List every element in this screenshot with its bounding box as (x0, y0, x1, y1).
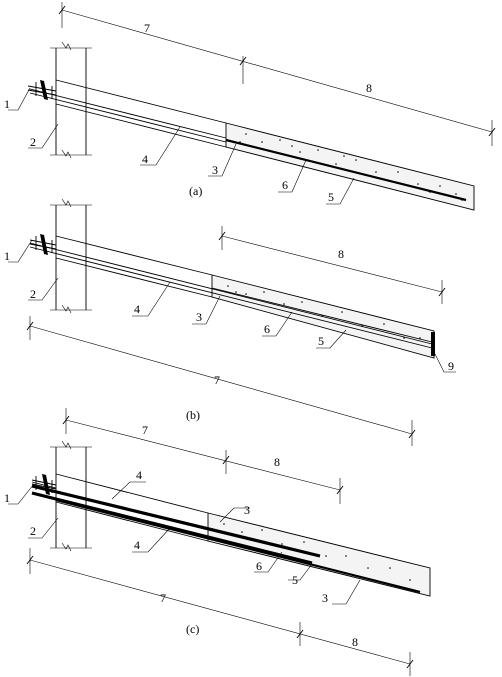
borehole-free-a (55, 79, 227, 148)
dim-label-free: 7 (144, 21, 150, 35)
label-5: 5 (318, 334, 324, 348)
borehole-free-b (55, 235, 213, 298)
label-3-bottom: 3 (322, 591, 328, 605)
dimension-b: 8 7 (26, 226, 446, 446)
anchor-head-b (29, 234, 57, 255)
dimension-c-top: 7 8 (62, 408, 344, 504)
label-9: 9 (448, 359, 454, 373)
dimension-a: 7 8 (58, 2, 496, 146)
wall-b (50, 198, 92, 314)
label-3-top: 3 (244, 503, 250, 517)
dim-label-bond: 8 (338, 247, 344, 261)
leaders-c: 1 2 4 4 3 6 5 3 (4, 468, 361, 605)
dim-label-bond-top: 8 (274, 455, 280, 469)
label-5: 5 (328, 190, 334, 204)
panel-a: 7 8 1 2 4 3 6 5 (a) (4, 2, 496, 211)
dim-label-free: 7 (214, 373, 220, 387)
label-2: 2 (30, 524, 36, 538)
panel-c: 7 8 7 8 1 2 4 4 3 6 5 3 (4, 408, 431, 676)
dim-label-free-bottom: 7 (160, 591, 166, 605)
end-plate-9 (431, 332, 435, 356)
dim-label-free-top: 7 (142, 423, 148, 437)
dim-label-bond-bottom: 8 (352, 635, 358, 649)
label-6: 6 (282, 178, 288, 192)
borehole-free-c (55, 473, 209, 542)
label-3: 3 (196, 310, 202, 324)
dim-label-bond: 8 (366, 81, 372, 95)
label-6: 6 (264, 322, 270, 336)
grout-bond-a (225, 122, 475, 211)
label-6: 6 (256, 559, 262, 573)
label-2: 2 (30, 135, 36, 149)
label-1: 1 (4, 491, 10, 505)
caption-b: (b) (186, 408, 200, 422)
grout-speckle-c (223, 523, 411, 581)
tendon-a (29, 88, 467, 202)
tendon-c (31, 481, 421, 594)
leaders-a: 1 2 4 3 6 5 (4, 87, 355, 205)
label-5: 5 (292, 573, 298, 587)
dimension-c-bottom: 7 8 (26, 548, 414, 676)
caption-a: (a) (189, 184, 202, 198)
label-1: 1 (4, 97, 10, 111)
wall-a (50, 41, 92, 159)
label-1: 1 (4, 249, 10, 263)
label-4: 4 (134, 302, 140, 316)
caption-c: (c) (186, 622, 199, 636)
leaders-b: 1 2 4 3 6 5 9 (4, 239, 456, 373)
label-3: 3 (212, 163, 218, 177)
label-4: 4 (142, 152, 148, 166)
label-4-bottom: 4 (134, 538, 140, 552)
tendon-b (29, 242, 433, 349)
label-2: 2 (30, 287, 36, 301)
panel-b: 8 7 1 2 4 3 6 5 9 (b) (4, 198, 456, 446)
label-4-top: 4 (136, 468, 142, 482)
